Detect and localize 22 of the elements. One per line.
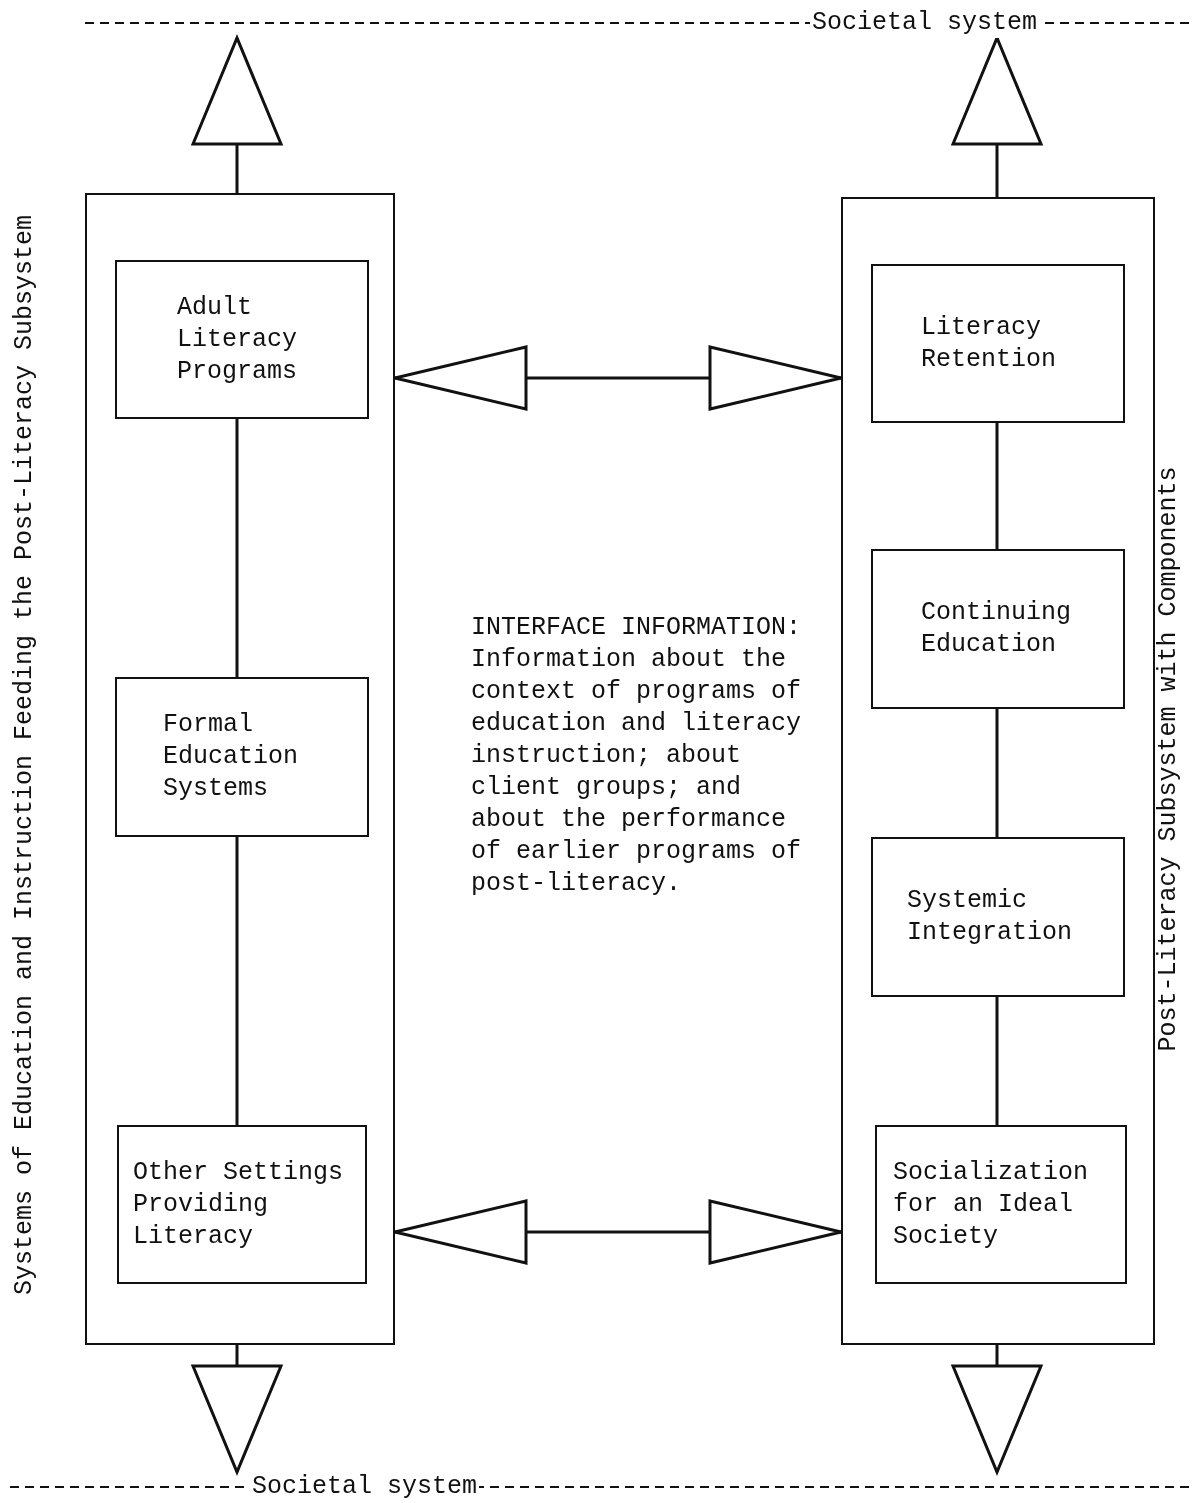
component-box: Continuing Education — [871, 549, 1125, 709]
component-box: Literacy Retention — [871, 264, 1125, 423]
side-title: Post-Literacy Subsystem with Components — [1154, 466, 1184, 1052]
arrow — [191, 1345, 283, 1474]
note-text: INTERFACE INFORMATION: Information about the context of programs of education and literacy instruction; about client groups; and about the performance of earlier programs of post-literacy. — [471, 612, 803, 900]
arrow — [951, 1345, 1043, 1474]
arrow — [951, 36, 1043, 197]
side-title: Systems of Education and Instruction Feeding the Post-Literacy Subsystem — [10, 214, 40, 1296]
connector-line — [995, 997, 999, 1125]
arrow — [393, 1199, 843, 1265]
arrow — [393, 345, 843, 411]
boundary-label: Societal system — [810, 8, 1040, 38]
connector-line — [995, 709, 999, 837]
component-box: Formal Education Systems — [115, 677, 369, 837]
connector-line — [995, 423, 999, 549]
component-box: Adult Literacy Programs — [115, 260, 369, 419]
arrow — [191, 36, 283, 193]
component-box: Socialization for an Ideal Society — [875, 1125, 1127, 1284]
connector-line — [235, 837, 239, 1125]
component-box: Systemic Integration — [871, 837, 1125, 997]
connector-line — [235, 419, 239, 677]
component-box: Other Settings Providing Literacy — [117, 1125, 367, 1284]
